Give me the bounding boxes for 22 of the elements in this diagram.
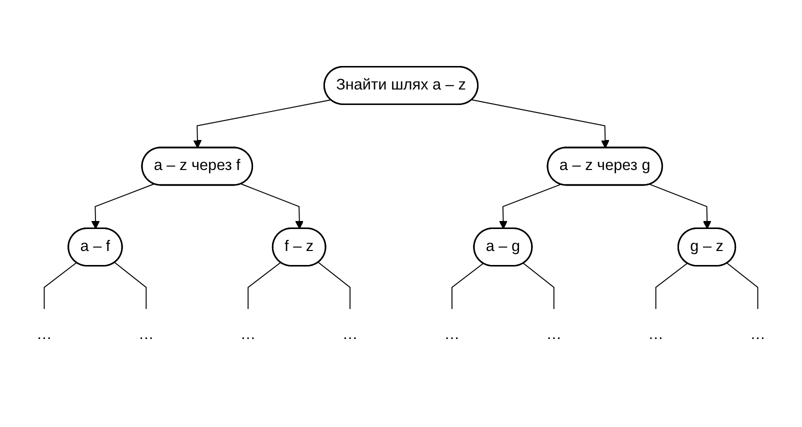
connector — [523, 262, 554, 310]
node-text: … — [444, 326, 460, 342]
connector — [726, 262, 758, 310]
connector — [114, 262, 147, 310]
node-text: … — [648, 326, 664, 342]
node-text: … — [240, 326, 256, 342]
arrow — [91, 183, 154, 229]
node-text: … — [138, 326, 154, 342]
node-text: … — [546, 326, 562, 342]
node-text: … — [750, 326, 766, 342]
node-text: … — [342, 326, 358, 342]
connector — [318, 262, 351, 310]
connector — [248, 262, 282, 310]
arrow — [193, 99, 332, 148]
connector — [655, 262, 688, 310]
arrow — [240, 183, 304, 229]
arrow — [472, 99, 610, 148]
arrow — [650, 184, 712, 229]
connector — [44, 262, 78, 310]
arrow — [499, 184, 562, 229]
node-text: … — [36, 326, 52, 342]
connector — [451, 262, 484, 310]
